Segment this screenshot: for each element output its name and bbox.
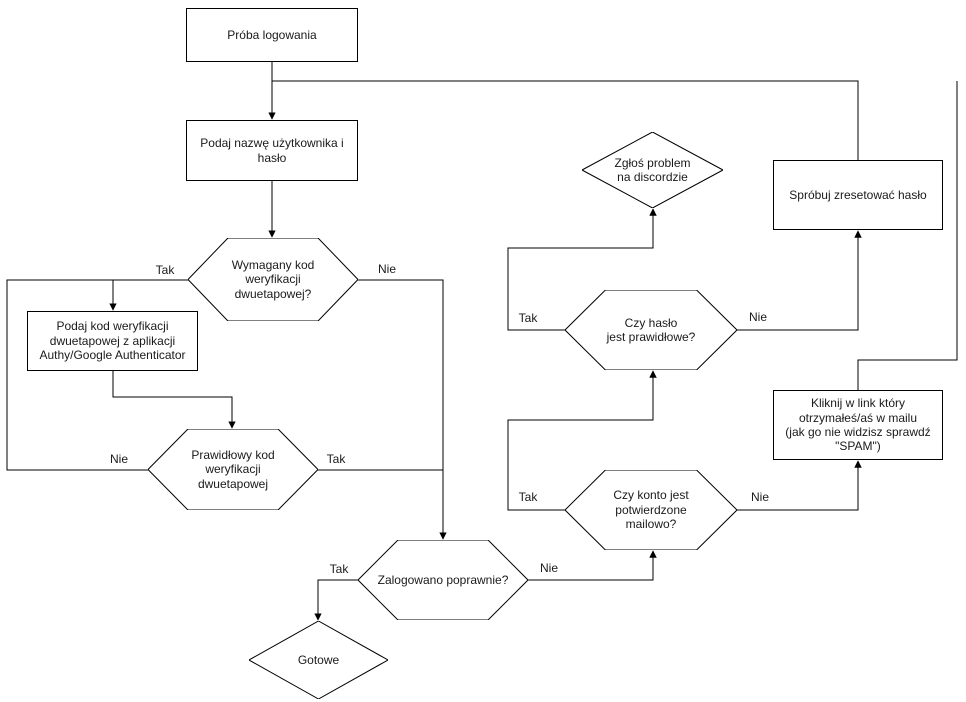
node-wymagany-kod: Wymagany kod weryfikacji dwuetapowej?: [188, 238, 358, 321]
edge-label-czy-konto-nie: Nie: [748, 489, 772, 505]
node-czy-haslo-prawidlowe: Czy hasło jest prawidłowe?: [565, 290, 737, 370]
node-podaj-kod-weryfikacji: Podaj kod weryfikacji dwuetapowej z apli…: [27, 311, 198, 371]
edge-label-prawidlowy-nie: Nie: [107, 451, 131, 467]
node-czy-konto-potwierdzone: Czy konto jest potwierdzone mailowo?: [565, 470, 737, 550]
hexagon-shape: [565, 470, 737, 550]
edge-czy-konto-nie-to-kliknij: [737, 460, 862, 511]
edge-czy-haslo-tak-to-zglos: [507, 208, 657, 331]
hexagon-shape: [188, 238, 358, 321]
edge-zalogowano-tak-to-gotowe: [314, 579, 358, 621]
edge-label-wymagany-tak: Tak: [153, 262, 177, 278]
node-label: Zalogowano poprawnie?: [377, 572, 509, 587]
node-proba-logowania: Próba logowania: [186, 8, 358, 62]
edge-czy-konto-tak-to-czy-haslo: [507, 370, 657, 511]
edge-label-czy-haslo-nie: Nie: [746, 309, 770, 325]
edge-reset-return: [272, 80, 859, 160]
node-label: Kliknij w link który otrzymałeś/aś w mai…: [785, 396, 931, 454]
node-gotowe: Gotowe: [249, 621, 388, 699]
diamond-shape: [249, 621, 388, 699]
edge-podaj-kod-to-prawidlowy: [112, 371, 236, 429]
node-zglos-problem: Zgłoś problem na discordzie: [582, 132, 723, 208]
node-label: Prawidłowy kod weryfikacji dwuetapowej: [191, 447, 275, 491]
edge-label-wymagany-nie: Nie: [375, 261, 399, 277]
edge-zalogowano-nie-to-czy-konto: [528, 550, 657, 581]
hexagon-shape: [358, 540, 528, 620]
edge-label-prawidlowy-tak: Tak: [324, 451, 348, 467]
node-prawidlowy-kod: Prawidłowy kod weryfikacji dwuetapowej: [148, 429, 318, 510]
edge-label-czy-haslo-tak: Tak: [516, 310, 540, 326]
node-zalogowano-poprawnie: Zalogowano poprawnie?: [358, 540, 528, 620]
node-label: Podaj nazwę użytkownika i hasło: [200, 136, 344, 165]
node-label: Zgłoś problem na discordzie: [614, 155, 691, 184]
diamond-shape: [582, 132, 723, 208]
edge-label-czy-konto-tak: Tak: [516, 489, 540, 505]
node-label: Czy konto jest potwierdzone mailowo?: [613, 488, 689, 532]
edge-czy-haslo-nie-to-reset: [737, 230, 862, 331]
node-podaj-nazwe-uzytkownika: Podaj nazwę użytkownika i hasło: [186, 120, 358, 181]
node-sprobuj-zresetowac-haslo: Spróbuj zresetować hasło: [773, 160, 943, 230]
edge-label-zalogowano-nie: Nie: [537, 560, 561, 576]
node-label: Próba logowania: [227, 27, 317, 42]
edge-label-zalogowano-tak: Tak: [327, 561, 351, 577]
node-label: Spróbuj zresetować hasło: [789, 187, 927, 202]
node-label: Podaj kod weryfikacji dwuetapowej z apli…: [39, 319, 186, 363]
node-kliknij-w-link: Kliknij w link który otrzymałeś/aś w mai…: [773, 390, 943, 460]
node-label: Gotowe: [297, 652, 340, 667]
edge-wymagany-tak-i-petla-nie: [6, 279, 188, 471]
node-label: Wymagany kod weryfikacji dwuetapowej?: [231, 257, 315, 301]
edge-kliknij-return: [857, 81, 958, 390]
node-label: Czy hasło jest prawidłowe?: [606, 315, 696, 344]
hexagon-shape: [148, 429, 318, 510]
edge-wymagany-nie-to-zalogowano: [358, 279, 447, 540]
hexagon-shape: [565, 290, 737, 370]
